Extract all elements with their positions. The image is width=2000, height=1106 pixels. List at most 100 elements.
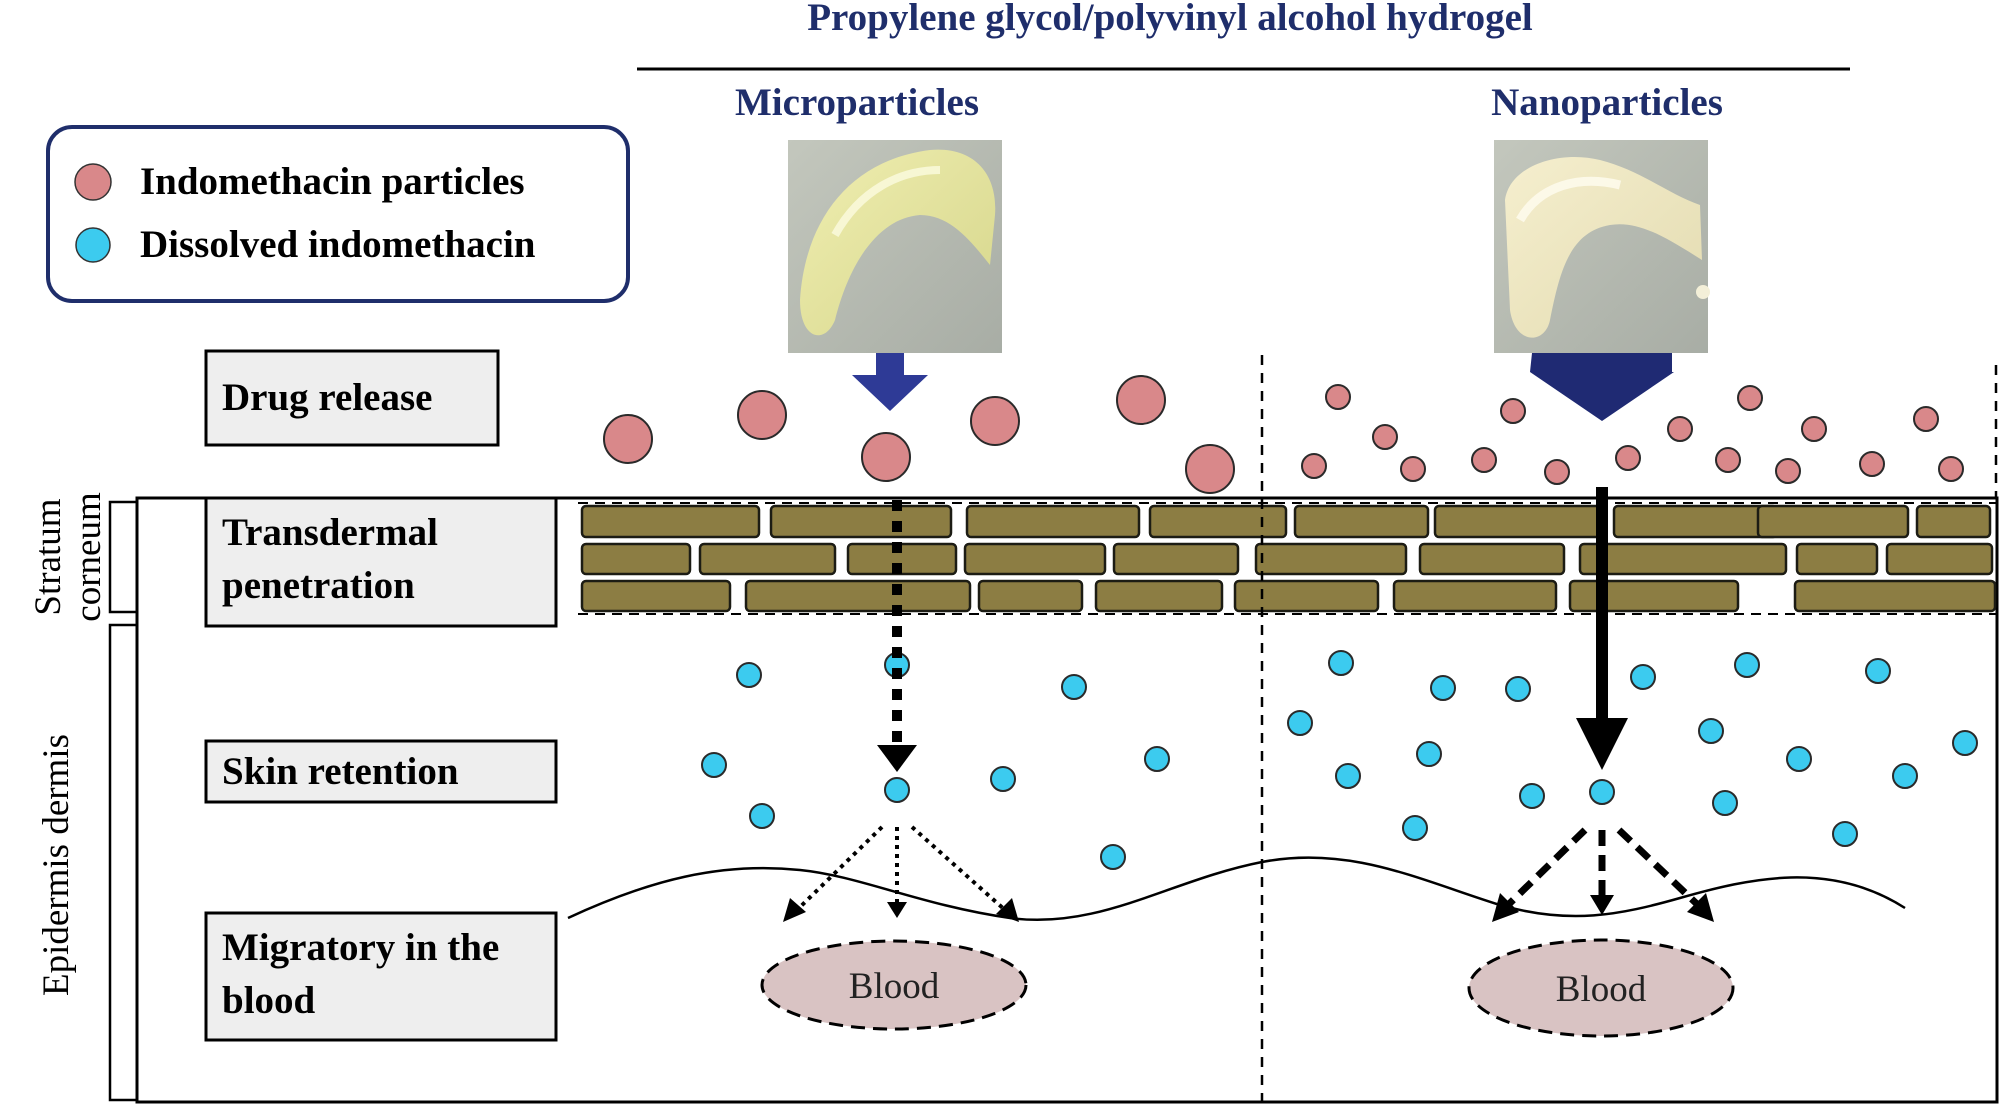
brick (1112, 542, 1240, 576)
step-label-transdermal-line2: penetration (222, 564, 415, 607)
step-drug-release: Drug release (204, 349, 500, 447)
indomethacin-particle (1471, 447, 1497, 473)
indomethacin-particle (861, 432, 911, 482)
dissolved-drug-dot (1430, 675, 1456, 701)
step-label-transdermal-line1: Transdermal (222, 511, 438, 554)
dissolved-drug-dot (1832, 821, 1858, 847)
brick (1254, 542, 1408, 576)
brick (1148, 504, 1288, 539)
micro-blood-arrowhead-right (996, 898, 1019, 922)
nanoparticles-heading: Nanoparticles (1491, 81, 1723, 124)
step-label-drug-release: Drug release (222, 376, 432, 419)
nano-penetration-arrowhead (1576, 718, 1628, 770)
indomethacin-particle (1801, 416, 1827, 442)
brick (769, 504, 953, 539)
nano-blood-arrowhead-right (1687, 893, 1714, 922)
brick (1094, 579, 1224, 613)
micro-penetration-arrowhead (877, 745, 917, 772)
indomethacin-particle (1116, 375, 1166, 425)
indomethacin-particle (1500, 398, 1526, 424)
brick (1795, 542, 1879, 576)
step-skin-retention: Skin retention (204, 739, 558, 804)
brick (1793, 579, 1997, 613)
dissolved-drug-dot (1892, 763, 1918, 789)
microparticle-hydrogel-photo (788, 140, 1002, 353)
nano-blood-arrowhead-center (1590, 895, 1614, 915)
blood-label-right: Blood (1556, 969, 1647, 1010)
indomethacin-particle (1938, 456, 1964, 482)
brick (977, 579, 1084, 613)
step-label-migratory-line2: blood (222, 979, 316, 1022)
dissolved-drug-dot (1061, 674, 1087, 700)
micro-release-arrow (852, 353, 928, 411)
brick (1915, 504, 1992, 539)
indomethacin-particle (1325, 384, 1351, 410)
indomethacin-particle (1913, 406, 1939, 432)
indomethacin-particles (603, 375, 1964, 494)
epidermis-dermis-bracket (108, 623, 137, 1102)
stratum-corneum-bracket (108, 500, 137, 614)
legend-particle-swatch (74, 163, 112, 201)
step-label-skin-retention: Skin retention (222, 750, 459, 793)
legend: Indomethacin particles Dissolved indomet… (46, 125, 630, 303)
step-transdermal-penetration: Transdermal penetration (204, 496, 558, 628)
brick (1568, 579, 1740, 613)
legend-label-particles: Indomethacin particles (140, 160, 525, 203)
brick (1885, 542, 1994, 576)
brick (1233, 579, 1380, 613)
brick (698, 542, 837, 576)
nano-blood-arrowhead-left (1492, 893, 1519, 922)
legend-label-dissolved: Dissolved indomethacin (140, 223, 536, 266)
indomethacin-particle (1185, 444, 1235, 494)
dissolved-drug-dot (1712, 790, 1738, 816)
nano-release-arrow (1530, 353, 1674, 421)
dissolved-drug-dot (1328, 650, 1354, 676)
stratum-label-line2: corneum (68, 492, 109, 622)
dissolved-drug-dot (1589, 779, 1615, 805)
indomethacin-particle (1400, 456, 1426, 482)
dissolved-drug-dot (1335, 763, 1361, 789)
blood-vessel-right: Blood (1467, 938, 1735, 1038)
dissolved-drug-dot (736, 662, 762, 688)
diagram-title: Propylene glycol/polyvinyl alcohol hydro… (807, 0, 1533, 39)
nano-blood-arrows (1505, 827, 1701, 908)
brick (1578, 542, 1788, 576)
micro-blood-arrowhead-left (783, 898, 806, 922)
dissolved-drug-dot (1786, 746, 1812, 772)
dissolved-drug-dot (1505, 676, 1531, 702)
dissolved-drug-dot (1698, 718, 1724, 744)
dissolved-drug-dot (701, 752, 727, 778)
indomethacin-particle (737, 390, 787, 440)
brick (1612, 504, 1779, 539)
dissolved-drug-dot (1100, 844, 1126, 870)
dissolved-drug-dot (884, 777, 910, 803)
brick (580, 504, 761, 539)
brick (580, 542, 692, 576)
indomethacin-particle (603, 414, 653, 464)
dissolved-drug-dot (749, 803, 775, 829)
brick (744, 579, 972, 613)
stratum-corneum-bricks (580, 504, 1997, 613)
indomethacin-particle (970, 396, 1020, 446)
blood-vessel-left: Blood (760, 939, 1028, 1031)
indomethacin-particle (1667, 416, 1693, 442)
indomethacin-particle (1859, 451, 1885, 477)
indomethacin-particle (1301, 453, 1327, 479)
dissolved-drug-dot (1287, 710, 1313, 736)
micro-blood-arrowhead-center (887, 902, 907, 918)
blood-label-left: Blood (849, 966, 940, 1007)
indomethacin-particle (1372, 424, 1398, 450)
dissolved-drug-dot (1734, 652, 1760, 678)
brick (1418, 542, 1566, 576)
dissolved-drug-dot (1144, 746, 1170, 772)
dissolved-drug-dot (1402, 815, 1428, 841)
epidermis-dermis-label: Epidermis dermis (36, 734, 77, 996)
dissolved-drug-dot (1865, 658, 1891, 684)
brick (1392, 579, 1558, 613)
dissolved-drug-dot (1519, 783, 1545, 809)
brick (580, 579, 732, 613)
dissolved-drug-dot (1416, 741, 1442, 767)
dissolved-drug-dot (1630, 664, 1656, 690)
dissolved-drug-dot (1952, 730, 1978, 756)
